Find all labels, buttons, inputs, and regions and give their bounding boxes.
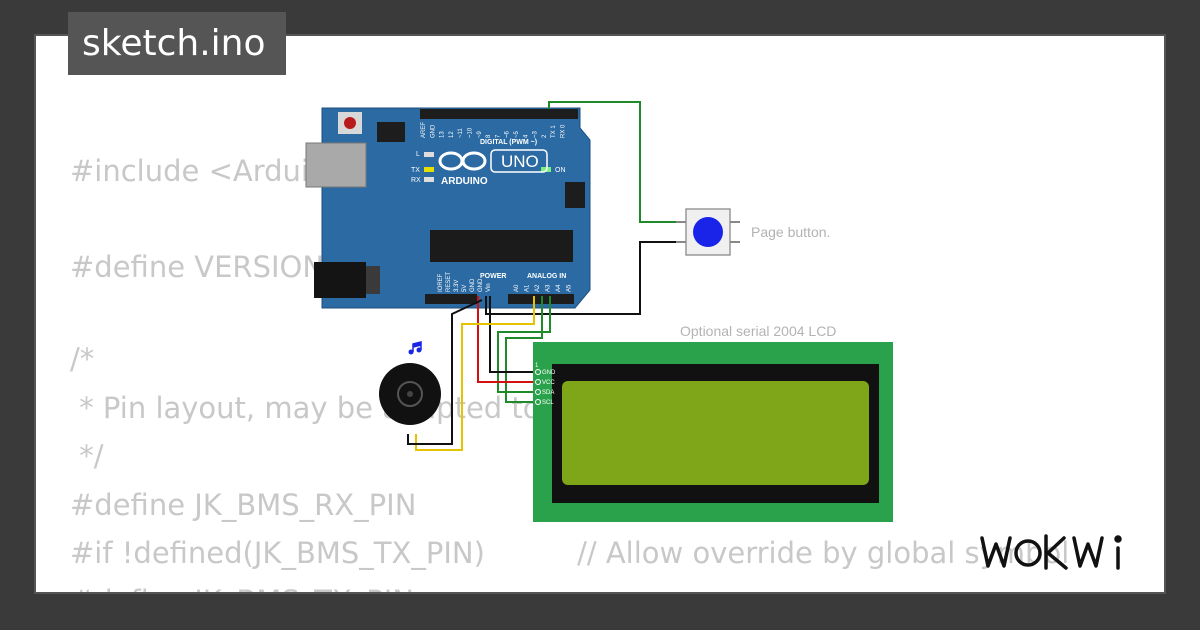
pin-label: ~11 (458, 128, 464, 138)
lcd-pin-vcc: VCC (542, 380, 555, 386)
power-jack (314, 262, 366, 298)
pin-label: 12 (449, 131, 455, 138)
pin-label: A4 (556, 284, 562, 292)
pin-label: 4 (523, 134, 529, 138)
led-tx (424, 167, 434, 172)
reset-button-cap[interactable] (344, 117, 356, 129)
lcd-2004-display[interactable]: 1 GND VCC SDA SCL (533, 342, 893, 522)
piezo-buzzer[interactable] (379, 363, 441, 425)
digital-header-label: DIGITAL (PWM ~) (480, 139, 537, 146)
button-label: Page button. (751, 224, 830, 240)
power-jack-body (366, 266, 380, 294)
code-line: #define JK_BMS_TX_PIN (70, 584, 414, 592)
pin-label: ~9 (477, 130, 483, 138)
pin-label: Vin (486, 283, 492, 292)
pin-label: AREF (421, 122, 427, 138)
pin-label: A1 (525, 284, 531, 292)
pin-label: A5 (567, 284, 573, 292)
pin-label: A2 (535, 284, 541, 292)
led-rx-label: RX (411, 177, 421, 184)
code-line: /* (70, 342, 95, 376)
lcd-pin-sda: SDA (542, 390, 554, 396)
pin-label: 2 (542, 134, 548, 138)
pin-label: A0 (514, 284, 520, 292)
digital-header (420, 109, 578, 119)
pin-label: RX 0 (561, 124, 567, 138)
pin-label: 5V (462, 285, 468, 292)
code-background: #include <Arduino.h> #define VERSION_EXA… (70, 36, 1069, 592)
wire-lcd-gnd (489, 296, 538, 373)
wire-lcd-scl (505, 296, 543, 403)
sketch-title: sketch.ino (68, 12, 286, 75)
pin-label: IOREF (438, 273, 444, 292)
board-brand: ARDUINO (441, 176, 488, 187)
pin-label: 8 (486, 134, 492, 138)
pin-label: RESET (446, 272, 452, 292)
icsp-header-2 (565, 182, 585, 208)
analog-header-label: ANALOG IN (527, 273, 566, 280)
wire-lcd-sda (497, 296, 551, 393)
pin-label: 3.3V (454, 280, 460, 292)
pin-label: ~5 (514, 130, 520, 138)
pin-label: ~10 (468, 127, 474, 138)
lcd-pin1-marker: 1 (535, 363, 539, 369)
pin-label: GND (430, 124, 436, 138)
pin-label: 7 (495, 134, 501, 138)
lcd-label: Optional serial 2004 LCD (680, 323, 836, 339)
led-on (541, 167, 551, 172)
led-l (424, 152, 434, 157)
lcd-pin-gnd: GND (542, 370, 556, 376)
lcd-pin-header (535, 369, 541, 405)
arduino-uno-board[interactable]: UNO ARDUINO DIGITAL (PWM ~) POWER ANALOG… (305, 107, 591, 309)
pin-label: 13 (440, 131, 446, 138)
pin-label: ~3 (533, 130, 539, 138)
pin-label: TX 1 (551, 125, 557, 138)
page-push-button[interactable] (676, 208, 740, 256)
wire-button-gnd (485, 241, 686, 315)
usb-port (305, 142, 367, 188)
lcd-screen (562, 381, 869, 485)
lcd-pin-scl: SCL (542, 400, 554, 406)
code-line: */ (70, 439, 104, 473)
power-header-label: POWER (480, 273, 506, 280)
button-cap[interactable] (693, 217, 723, 247)
led-tx-label: TX (411, 167, 420, 174)
pin-label: GND (470, 278, 476, 292)
music-note-icon (408, 341, 422, 355)
power-header (425, 294, 477, 304)
wire-buzzer-signal (415, 296, 535, 451)
icsp-header (377, 122, 405, 142)
board-model: UNO (501, 152, 539, 171)
arduino-logo-icon (438, 151, 487, 171)
wire-buzzer-gnd (407, 299, 483, 445)
pin-label: GND (478, 278, 484, 292)
led-on-label: ON (555, 167, 566, 174)
wire-button-signal (548, 101, 686, 223)
pin-label: A3 (546, 284, 552, 292)
led-rx (424, 177, 434, 182)
led-l-label: L (416, 151, 420, 158)
wokwi-logo (980, 534, 1122, 570)
pin-label: ~6 (505, 130, 511, 138)
wires (407, 101, 686, 451)
atmega-chip (430, 230, 573, 262)
